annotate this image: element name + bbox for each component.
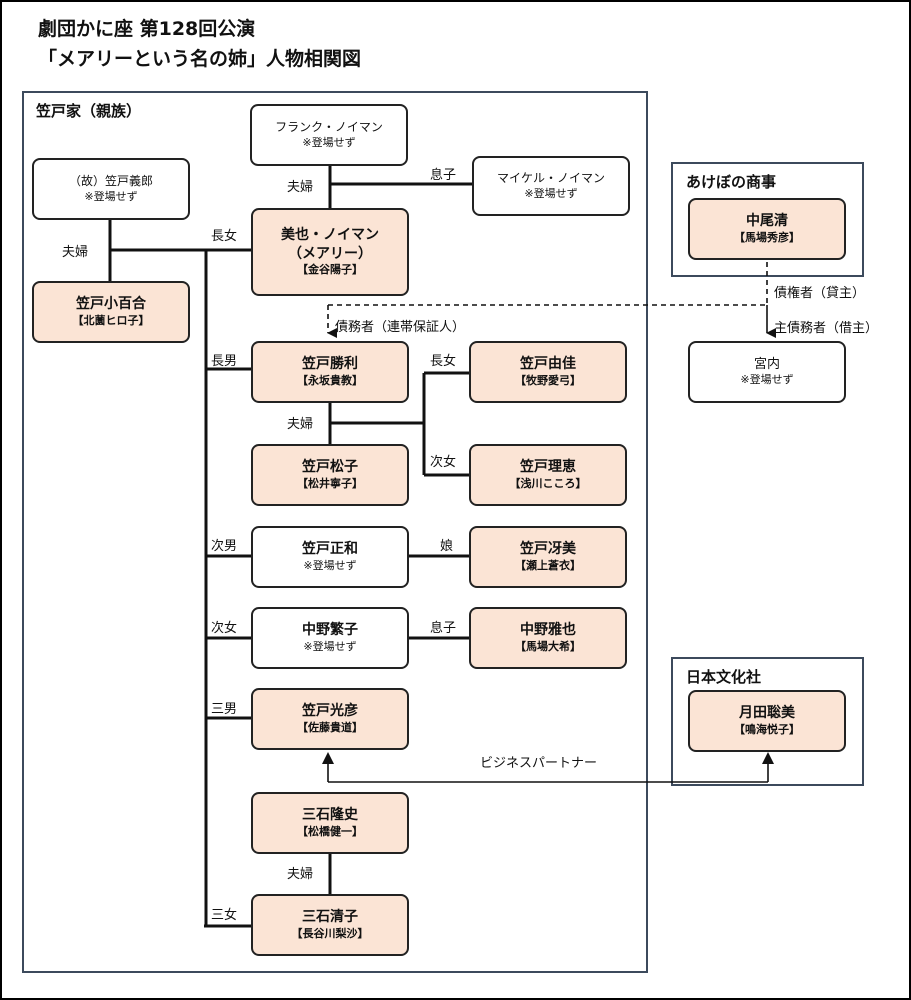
person-miyauchi: 宮内 ※登場せず: [688, 341, 846, 403]
person-name: 月田聡美: [739, 705, 795, 722]
person-actor: 【北薗ヒロ子】: [72, 314, 150, 328]
relation-label: 次男: [211, 539, 238, 554]
person-actor: 【長谷川梨沙】: [291, 927, 369, 941]
person-name: 笠戸光彦: [302, 703, 358, 720]
person-yuka: 笠戸由佳 【牧野愛弓】: [469, 341, 627, 403]
person-tsukida: 月田聡美 【鳴海悦子】: [688, 690, 846, 752]
person-note: ※登場せず: [303, 640, 357, 654]
person-name: 笠戸冴美: [520, 541, 576, 558]
person-name: マイケル・ノイマン: [496, 171, 605, 186]
person-name: 笠戸松子: [302, 459, 358, 476]
person-masakazu: 笠戸正和 ※登場せず: [251, 526, 409, 588]
person-actor: 【浅川こころ】: [509, 477, 587, 491]
person-kiyoko: 三石清子 【長谷川梨沙】: [251, 894, 409, 956]
relation-label: 次女: [211, 621, 238, 636]
person-actor: 【瀬上蒼衣】: [515, 559, 581, 573]
relation-label: 債権者（貸主）: [774, 286, 866, 301]
person-masaya: 中野雅也 【馬場大希】: [469, 607, 627, 669]
person-name: 笠戸由佳: [520, 356, 576, 373]
person-name: 美也・ノイマン: [281, 226, 379, 243]
person-note: ※登場せず: [84, 189, 138, 203]
group-kasado-label: 笠戸家（親族）: [36, 102, 142, 120]
person-actor: 【松井寧子】: [297, 477, 363, 491]
person-actor: 【牧野愛弓】: [515, 374, 581, 388]
person-matsuko: 笠戸松子 【松井寧子】: [251, 444, 409, 506]
relation-label: 夫婦: [287, 867, 314, 882]
person-actor: 【佐藤貴道】: [297, 721, 363, 735]
person-name: 中野繁子: [302, 622, 358, 639]
person-note: ※登場せず: [524, 186, 578, 200]
person-name: フランク・ノイマン: [275, 120, 383, 135]
diagram-title-line2: 「メアリーという名の姉」人物相関図: [38, 48, 362, 70]
group-akebono-label: あけぼの商事: [686, 173, 777, 191]
person-note: ※登場せず: [740, 373, 794, 387]
person-rie: 笠戸理恵 【浅川こころ】: [469, 444, 627, 506]
group-kasado: [22, 91, 648, 973]
relation-label: 次女: [430, 455, 457, 470]
person-shigeko: 中野繁子 ※登場せず: [251, 607, 409, 669]
person-sayuri: 笠戸小百合 【北薗ヒロ子】: [32, 281, 190, 343]
person-name: 笠戸勝利: [302, 356, 358, 373]
relation-label: 長女: [211, 229, 238, 244]
person-michael: マイケル・ノイマン ※登場せず: [472, 156, 630, 216]
person-yoshiro: （故）笠戸義郎 ※登場せず: [32, 158, 190, 220]
diagram-title-line1: 劇団かに座 第128回公演: [38, 18, 256, 40]
person-name: 宮内: [753, 356, 780, 372]
relation-label: 夫婦: [287, 417, 314, 432]
person-actor: 【馬場大希】: [515, 640, 581, 654]
relation-label: 債務者（連帯保証人）: [335, 320, 466, 335]
relation-label: 主債務者（借主）: [774, 321, 879, 336]
relation-label: ビジネスパートナー: [480, 756, 598, 771]
person-katsutoshi: 笠戸勝利 【永坂貴教】: [251, 341, 409, 403]
person-frank: フランク・ノイマン ※登場せず: [250, 104, 408, 166]
person-nakao: 中尾清 【馬場秀彦】: [688, 198, 846, 260]
person-actor: 【金谷陽子】: [297, 263, 363, 277]
person-note: ※登場せず: [303, 559, 357, 573]
relation-label: 三女: [211, 908, 238, 923]
person-note: ※登場せず: [302, 135, 356, 149]
person-mitsuhiko: 笠戸光彦 【佐藤貴道】: [251, 688, 409, 750]
relation-label: 長男: [211, 354, 238, 369]
group-nihon: [671, 657, 864, 786]
group-nihon-label: 日本文化社: [686, 668, 762, 686]
person-actor: 【馬場秀彦】: [734, 231, 800, 245]
person-name: 三石隆史: [302, 807, 358, 824]
relation-label: 夫婦: [287, 180, 314, 195]
person-name: 中尾清: [746, 213, 788, 230]
person-name: 笠戸理恵: [520, 459, 576, 476]
relation-label: 娘: [440, 539, 454, 554]
person-miya: 美也・ノイマン （メアリー） 【金谷陽子】: [251, 208, 409, 296]
person-name: 笠戸正和: [302, 541, 358, 558]
person-name: 中野雅也: [520, 622, 576, 639]
relation-label: 息子: [430, 168, 457, 183]
person-name: （故）笠戸義郎: [68, 174, 153, 189]
person-actor: 【松橋健一】: [297, 825, 363, 839]
person-takashi: 三石隆史 【松橋健一】: [251, 792, 409, 854]
person-name-alt: （メアリー）: [288, 245, 372, 262]
relation-label: 三男: [211, 702, 238, 717]
relation-label: 息子: [430, 621, 457, 636]
relation-label: 長女: [430, 354, 457, 369]
person-name: 三石清子: [302, 909, 358, 926]
person-actor: 【鳴海悦子】: [734, 723, 800, 737]
person-saemi: 笠戸冴美 【瀬上蒼衣】: [469, 526, 627, 588]
person-actor: 【永坂貴教】: [297, 374, 363, 388]
person-name: 笠戸小百合: [76, 296, 146, 313]
relation-label: 夫婦: [62, 245, 89, 260]
